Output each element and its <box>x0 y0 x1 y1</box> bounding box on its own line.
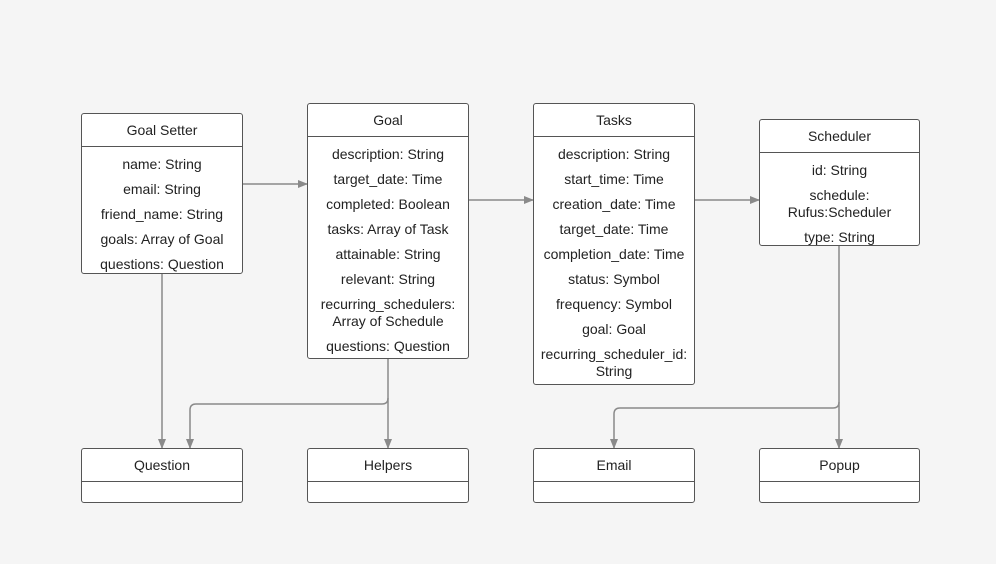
class-attribute: target_date: Time <box>333 171 443 187</box>
class-attribute: id: String <box>811 162 868 178</box>
class-attribute: completed: Boolean <box>326 196 450 212</box>
class-helpers: Helpers <box>307 448 469 503</box>
class-attributes <box>308 482 468 487</box>
class-attribute: recurring_scheduler_id:String <box>534 342 694 384</box>
class-attributes: id: String schedule:Rufus:Scheduler type: … <box>760 153 919 250</box>
class-attribute: name: String <box>122 156 202 172</box>
class-attribute: email: String <box>123 181 201 197</box>
class-attribute: creation_date: Time <box>552 196 676 212</box>
class-attributes <box>82 482 242 487</box>
class-attribute: attainable: String <box>335 246 441 262</box>
class-attribute: questions: Question <box>326 338 450 354</box>
class-attribute: description: String <box>557 146 671 162</box>
class-attribute: goal: Goal <box>582 321 646 337</box>
class-title: Popup <box>760 449 919 482</box>
class-attributes <box>534 482 694 487</box>
class-email: Email <box>533 448 695 503</box>
class-attribute: friend_name: String <box>100 206 224 222</box>
class-title: Helpers <box>308 449 468 482</box>
class-attribute: target_date: Time <box>559 221 669 237</box>
class-attributes <box>760 482 919 487</box>
class-attribute: type: String <box>804 229 875 245</box>
class-attribute: completion_date: Time <box>543 246 685 262</box>
class-title: Scheduler <box>760 120 919 153</box>
class-goal-setter: Goal Setter name: String email: String frie… <box>81 113 243 274</box>
arrow-scheduler-to-email <box>610 401 840 449</box>
class-attribute: schedule:Rufus:Scheduler <box>760 183 919 225</box>
class-attributes: description: String start_time: Time creat… <box>534 137 694 384</box>
class-attributes: name: String email: String friend_name: St… <box>82 147 242 277</box>
class-attribute: description: String <box>331 146 445 162</box>
class-question: Question <box>81 448 243 503</box>
class-title: Goal Setter <box>82 114 242 147</box>
class-attribute: tasks: Array of Task <box>327 221 449 237</box>
class-popup: Popup <box>759 448 920 503</box>
class-tasks: Tasks description: String start_time: Time… <box>533 103 695 385</box>
class-attribute: start_time: Time <box>564 171 664 187</box>
class-title: Question <box>82 449 242 482</box>
class-attribute-line: recurring_schedulers: <box>320 296 456 312</box>
class-attributes: description: String target_date: Time comp… <box>308 137 468 359</box>
class-attribute: goals: Array of Goal <box>100 231 224 247</box>
class-scheduler: Scheduler id: String schedule:Rufus:Schedu… <box>759 119 920 246</box>
class-title: Tasks <box>534 104 694 137</box>
class-goal: Goal description: String target_date: Time… <box>307 103 469 359</box>
class-attribute: status: Symbol <box>568 271 660 287</box>
class-attribute-line: Array of Schedule <box>332 313 444 329</box>
class-attribute: recurring_schedulers:Array of Schedule <box>308 292 468 334</box>
class-attribute: questions: Question <box>100 256 224 272</box>
class-attribute-line: schedule: <box>809 187 870 203</box>
class-attribute-line: Rufus:Scheduler <box>787 204 892 220</box>
class-attribute: relevant: String <box>340 271 436 287</box>
class-title: Email <box>534 449 694 482</box>
class-attribute: frequency: Symbol <box>556 296 672 312</box>
class-title: Goal <box>308 104 468 137</box>
class-attribute-line: String <box>595 363 633 379</box>
arrow-goal-to-question <box>186 397 389 449</box>
class-attribute-line: recurring_scheduler_id: <box>540 346 688 362</box>
